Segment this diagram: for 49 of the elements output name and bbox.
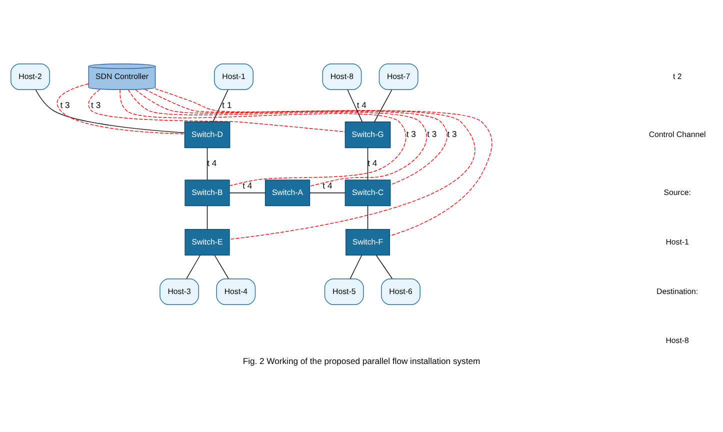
edge-label: t 3 [427, 128, 437, 139]
connector [206, 146, 208, 180]
connector [35, 88, 185, 133]
edge-label: t 4 [356, 100, 366, 110]
node-box: Host-6 [381, 278, 420, 304]
label: Destination: [656, 286, 698, 296]
connector [310, 192, 346, 193]
node-box: Host-7 [378, 63, 418, 90]
edge-label: t 4 [368, 158, 378, 168]
connector [350, 254, 362, 278]
connector [56, 82, 185, 134]
edge-label: t 1 [222, 100, 232, 110]
edge-label: t 3 [406, 128, 416, 139]
edge-label: t 4 [322, 180, 332, 190]
edge-label: t 3 [91, 100, 101, 110]
edge-label: t 3 [60, 100, 70, 110]
connector [88, 88, 346, 132]
label: Control Channel [648, 129, 706, 138]
node-box: Switch-C [344, 179, 391, 206]
node-box: Host-2 [10, 63, 50, 90]
node-box: Host-3 [160, 278, 200, 304]
connector [212, 88, 228, 122]
connector [214, 254, 229, 278]
node-box: Switch-F [346, 228, 390, 256]
connector [347, 88, 363, 122]
connector [186, 254, 200, 278]
connector [374, 88, 392, 122]
node-box: Host-5 [324, 278, 364, 304]
caption: Fig. 2 Working of the proposed parallel flow installation system [242, 355, 480, 366]
node-box: Switch-G [344, 121, 391, 148]
connector [229, 192, 266, 193]
connector [367, 146, 368, 180]
label: Host-8 [666, 336, 689, 345]
node-box: Switch-D [184, 121, 230, 148]
label: t 2 [672, 71, 682, 80]
connector [376, 254, 393, 278]
node-box: Switch-A [264, 179, 310, 206]
label: Source: [664, 187, 691, 196]
connector [367, 205, 368, 229]
node-box: Host-4 [216, 278, 256, 304]
node-box: Host-1 [214, 63, 254, 90]
node-box: Switch-E [184, 228, 230, 256]
node-box: Switch-B [184, 179, 230, 206]
edge-label: t 4 [207, 158, 217, 168]
edge-label: t 4 [242, 180, 252, 190]
edge-label: t 3 [447, 128, 457, 139]
connector [206, 205, 208, 229]
node-box: Host-8 [322, 63, 362, 90]
label: Host-1 [666, 236, 689, 246]
